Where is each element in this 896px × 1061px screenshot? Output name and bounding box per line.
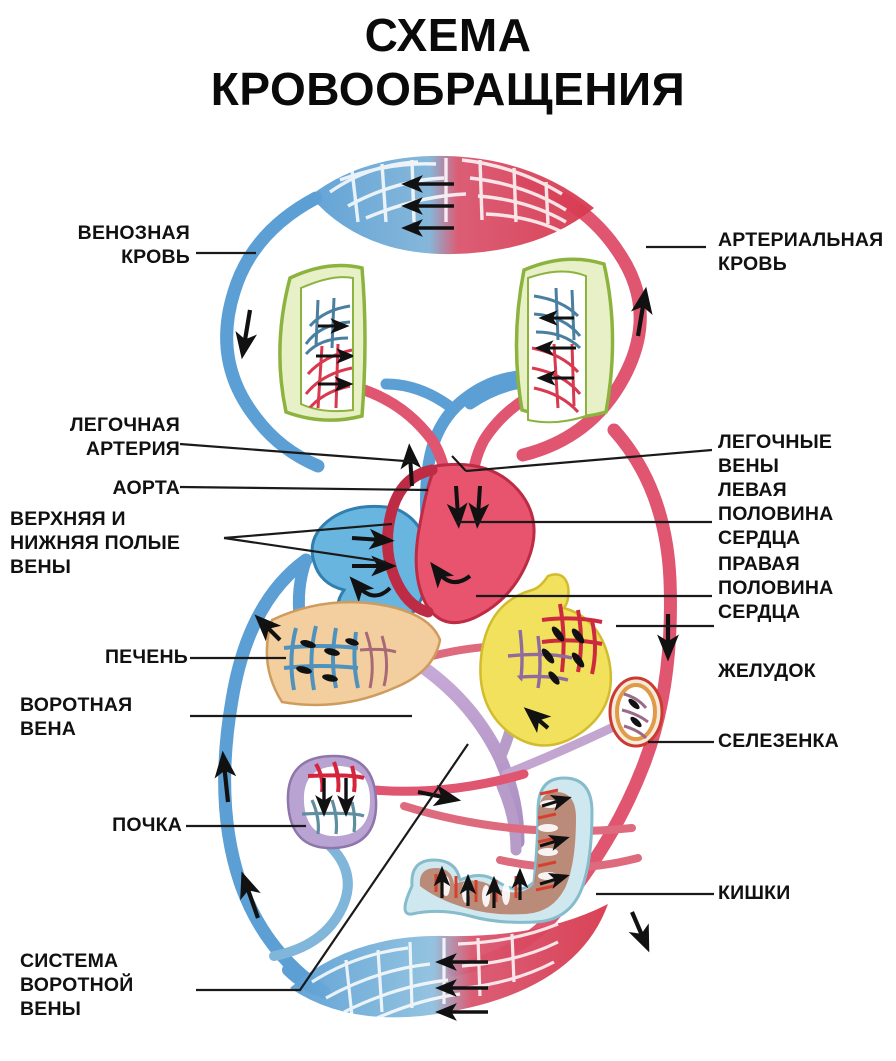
lower-body-capillary-bed (290, 904, 608, 1026)
leader-aorta (179, 485, 429, 492)
label-left-heart: ЛЕВАЯ ПОЛОВИНА СЕРДЦА (718, 479, 834, 549)
label-arterial-blood: АРТЕРИАЛЬНАЯ КРОВЬ (718, 229, 884, 275)
arrow-portal-vein-up (523, 707, 552, 734)
vena-cava-upper-vessel (220, 191, 325, 473)
label-portal-system: СИСТЕМА ВОРОТНОЙ ВЕНЫ (20, 950, 134, 1020)
spleen-organ (608, 676, 664, 748)
label-venous-blood: ВЕНОЗНАЯ КРОВЬ (77, 222, 190, 268)
title-line-2: КРОВООБРАЩЕНИЯ (210, 63, 686, 116)
leader-portal-system (196, 743, 469, 992)
label-spleen: СЕЛЕЗЕНКА (718, 730, 839, 752)
label-right-heart: ПРАВАЯ ПОЛОВИНА СЕРДЦА (718, 553, 834, 623)
liver-organ (265, 600, 442, 707)
leader-vena-cava-1 (223, 522, 393, 540)
heart-organ (310, 443, 536, 634)
leader-vena-cava-2 (223, 536, 387, 564)
stomach-organ (479, 573, 613, 747)
label-aorta: АОРТА (112, 477, 180, 499)
leader-pulmonary-artery (179, 442, 419, 464)
label-pulmonary-veins: ЛЕГОЧНЫЕ ВЕНЫ (718, 431, 833, 477)
arrow-left-trunk-up (214, 750, 237, 803)
flow-direction-arrows (214, 286, 679, 953)
label-vena-cava: ВЕРХНЯЯ И НИЖНЯЯ ПОЛЫЕ ВЕНЫ (10, 508, 181, 578)
arrow-left-trunk-lower-up (240, 871, 261, 919)
lungs-organ (278, 257, 615, 424)
label-stomach: ЖЕЛУДОК (718, 660, 816, 682)
kidney-organ (286, 754, 378, 850)
label-pulmonary-artery: ЛЕГОЧНАЯ АРТЕРИЯ (69, 414, 180, 460)
pulmonary-artery-left-branch-vessel (380, 378, 458, 414)
head-capillary-bed (310, 155, 594, 255)
label-intestines: КИШКИ (718, 882, 791, 904)
leader-pulmonary-veins (451, 455, 467, 472)
arrow-vena-cava-down (235, 309, 257, 360)
label-portal-vein: ВОРОТНАЯ ВЕНА (20, 694, 133, 740)
arrow-portal-up (254, 614, 282, 642)
title-line-1: СХЕМА (364, 9, 532, 61)
leader-lines (179, 245, 714, 992)
portal-branch-to-intestine-vessel (496, 780, 522, 856)
label-liver: ПЕЧЕНЬ (104, 646, 188, 668)
intestinal-artery-vessel (400, 802, 636, 836)
renal-vein-vessel (269, 841, 353, 961)
leader-pulmonary-veins-2 (465, 448, 713, 473)
arrow-right-trunk-lower (628, 911, 650, 953)
page-title: СХЕМА КРОВООБРАЩЕНИЯ (0, 8, 896, 117)
intestines-organ (403, 776, 594, 924)
aorta-right-trunk-vessel (539, 423, 677, 931)
label-kidney: ПОЧКА (112, 814, 182, 836)
arrow-aorta-up (631, 286, 653, 337)
